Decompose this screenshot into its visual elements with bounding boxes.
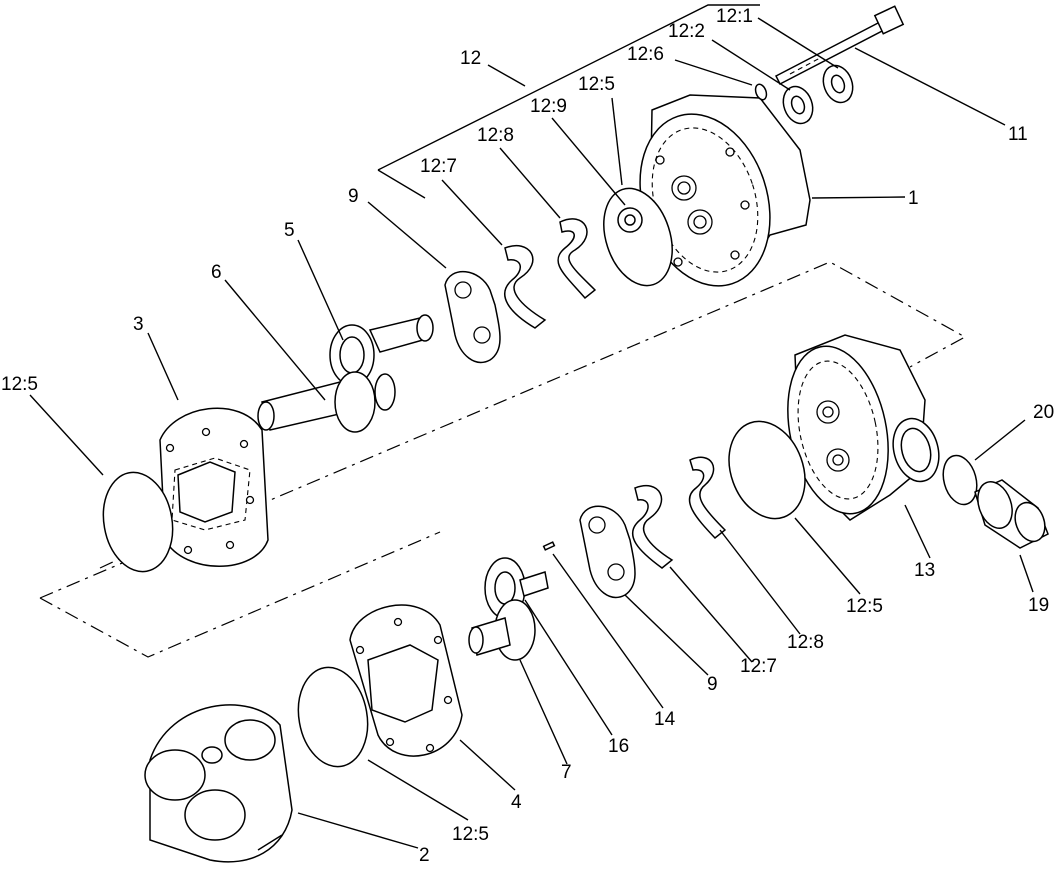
callout-12-8-top: 12:8 [477, 125, 514, 146]
callout-12-7-top: 12:7 [420, 156, 457, 177]
fitting-part-19 [974, 479, 1049, 549]
callout-13: 13 [914, 560, 935, 581]
o-ring-part-20 [942, 454, 978, 506]
callout-9-bottom: 9 [707, 674, 718, 695]
callout-5: 5 [284, 220, 295, 241]
callout-12-2: 12:2 [668, 21, 705, 42]
wear-plate-part-9-upper [444, 270, 501, 364]
callout-4: 4 [511, 792, 522, 813]
callout-16: 16 [608, 736, 629, 757]
callout-12-5-top: 12:5 [578, 74, 615, 95]
callout-7: 7 [561, 762, 572, 783]
gear-plate-part-4 [349, 604, 463, 757]
driven-gear-part-6 [257, 371, 396, 433]
drive-gear-part-5 [329, 314, 434, 386]
seal-disc-12-9 [603, 187, 673, 287]
o-ring-12-6 [754, 83, 768, 101]
o-ring-12-5-lower [297, 666, 369, 768]
callout-12-5-bottom: 12:5 [452, 824, 489, 845]
callout-14: 14 [654, 709, 676, 730]
callout-11: 11 [1008, 124, 1028, 145]
callout-3: 3 [133, 314, 144, 335]
callout-9-top: 9 [348, 186, 359, 207]
callout-19: 19 [1028, 595, 1049, 616]
key-part-14 [542, 541, 556, 551]
callout-12-9: 12:9 [530, 96, 567, 117]
seal-spring-12-8-upper [557, 218, 597, 300]
front-housing-part-2 [144, 704, 293, 863]
wear-plate-part-9-lower [579, 505, 636, 599]
callout-6: 6 [211, 262, 222, 283]
callout-labels: 1 11 12:1 12:2 12:6 12 12:5 12:9 12:8 12… [1, 6, 1054, 866]
callout-20: 20 [1033, 402, 1054, 423]
callout-12-8-bottom: 12:8 [787, 632, 824, 653]
callout-12-7-bottom: 12:7 [740, 656, 777, 677]
rear-cover-part-13 [787, 334, 940, 521]
driven-gear-part-7 [468, 599, 536, 661]
washer-12-2 [782, 85, 814, 125]
callout-12-5-left: 12:5 [1, 374, 38, 395]
seal-spring-12-7-lower [632, 485, 674, 569]
callout-12-6: 12:6 [627, 44, 664, 65]
leader-lines [29, 17, 1034, 849]
cap-screw-part-11 [774, 5, 905, 86]
callout-2: 2 [419, 845, 430, 866]
washer-12-1 [822, 64, 854, 104]
o-ring-12-5-left [102, 471, 174, 573]
seal-kit-bracket [377, 4, 760, 199]
callout-12-5-right: 12:5 [846, 596, 883, 617]
callout-1: 1 [908, 188, 919, 209]
callout-12: 12 [460, 48, 481, 69]
o-ring-12-5-right [728, 420, 806, 520]
seal-spring-12-8-lower [688, 456, 727, 540]
callout-12-1: 12:1 [716, 6, 753, 27]
gear-plate-part-3 [159, 407, 269, 567]
seal-spring-12-7-upper [504, 244, 547, 329]
